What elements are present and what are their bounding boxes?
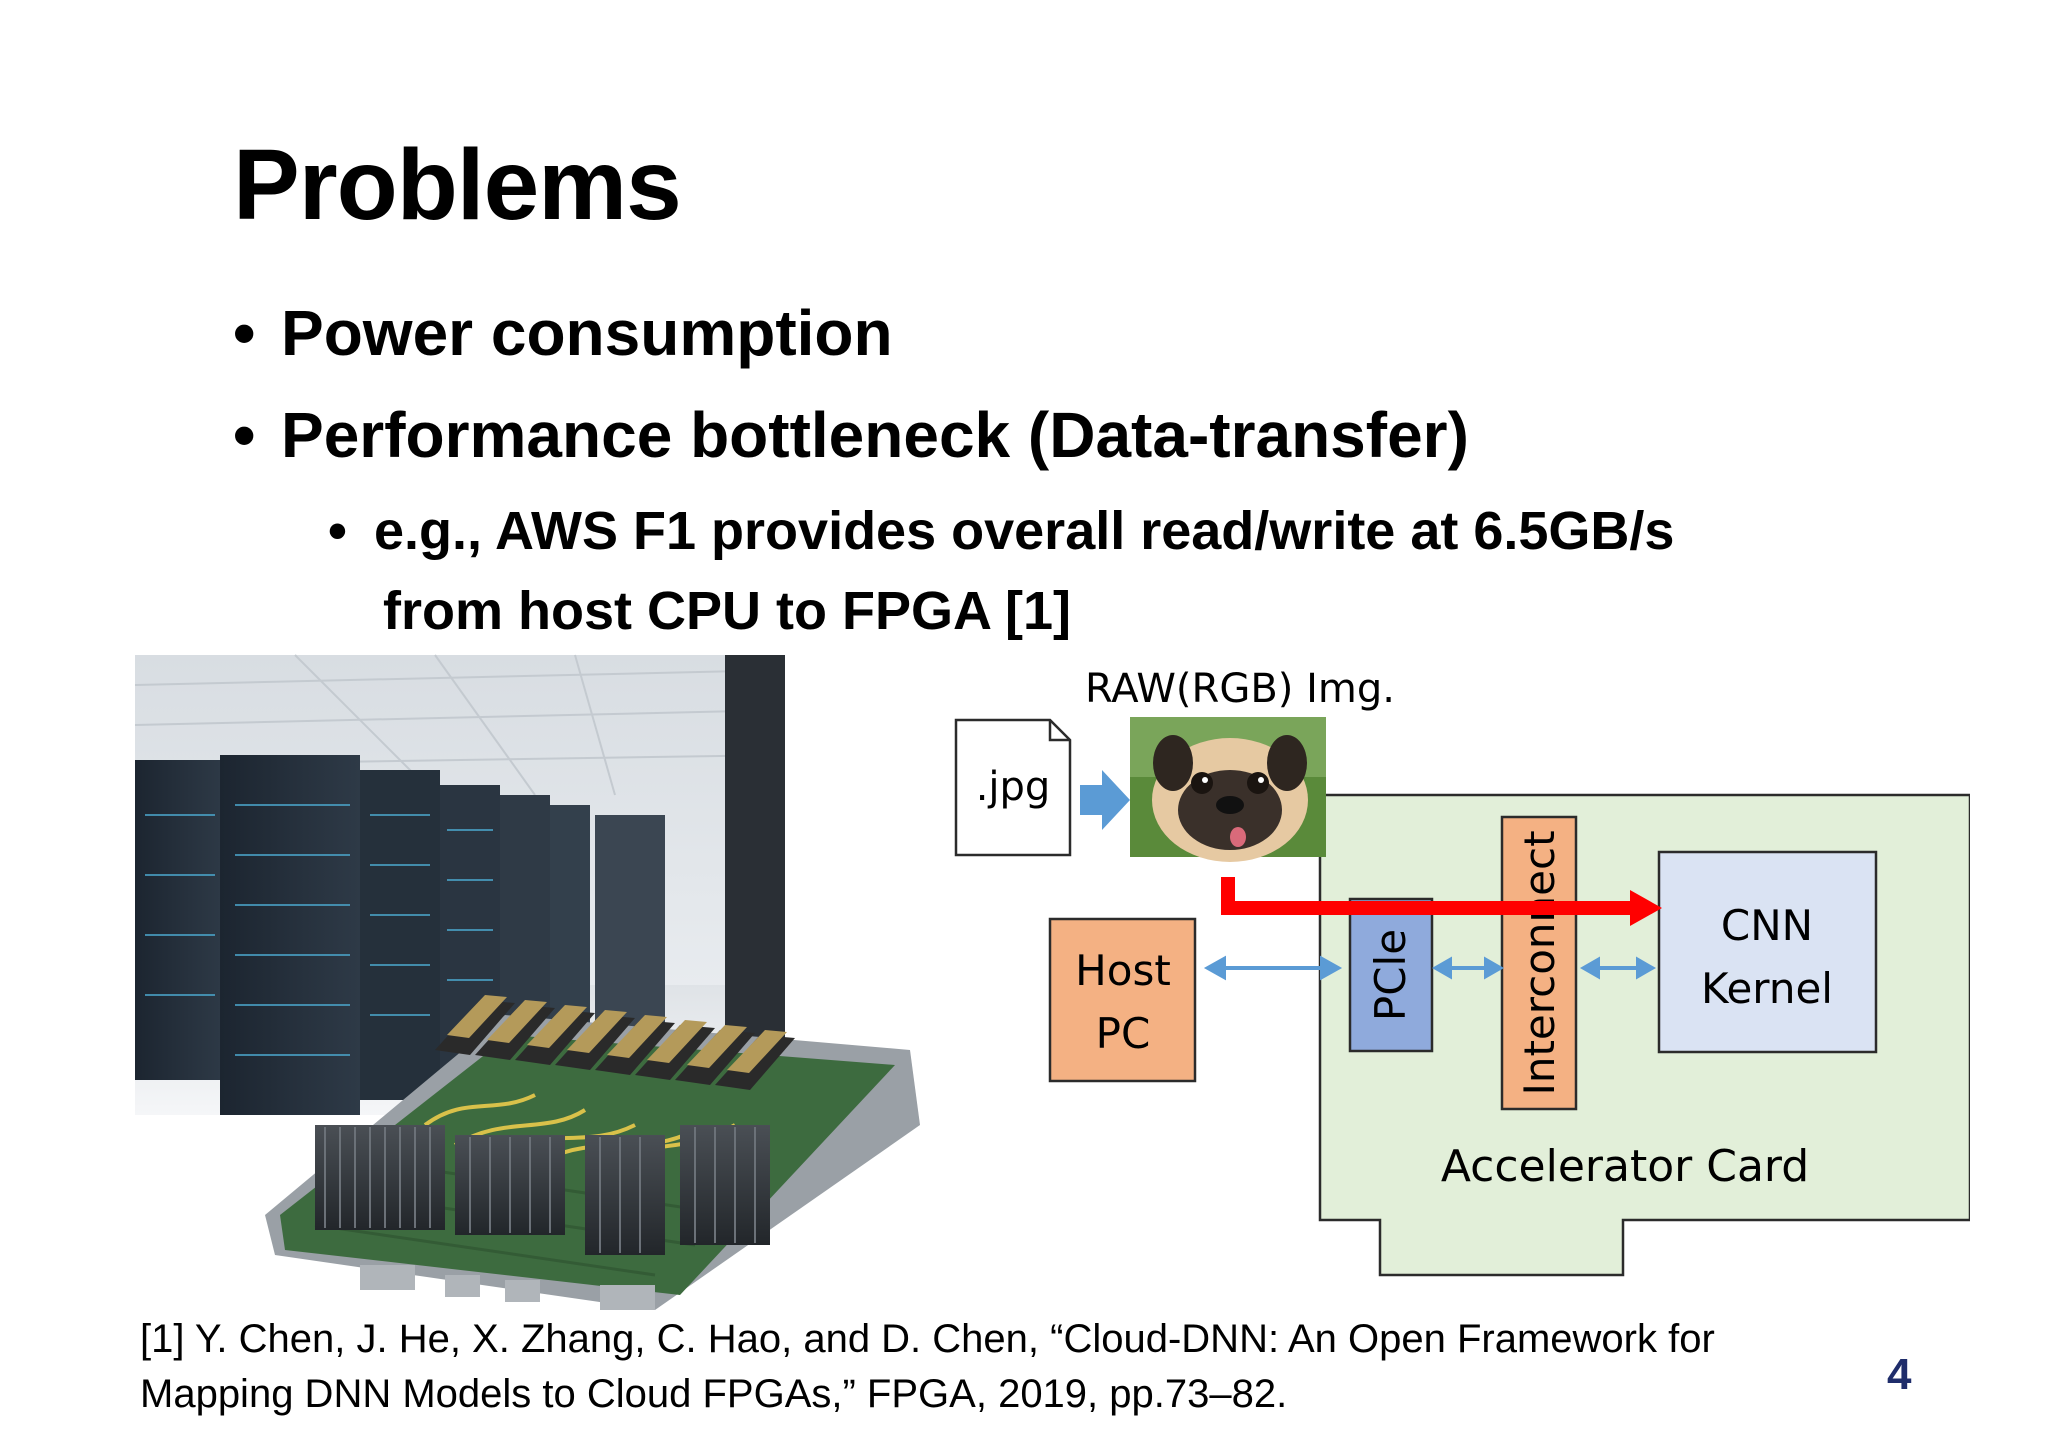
bullet-power-text: Power consumption — [281, 297, 893, 369]
data-path-arrows — [1203, 955, 1657, 981]
sub-bullet-aws-text: e.g., AWS F1 provides overall read/write… — [374, 501, 1675, 561]
slide-title: Problems — [233, 129, 682, 241]
reference-line2: Mapping DNN Models to Cloud FPGAs,” FPGA… — [140, 1372, 1288, 1416]
rack-left — [135, 760, 225, 1080]
red-transfer-arrow — [1221, 877, 1662, 926]
cnn-kernel-block — [1657, 850, 1878, 1054]
raw-image-label: RAW(RGB) Img. — [1085, 666, 1395, 712]
reference: [1] Y. Chen, J. He, X. Zhang, C. Hao, an… — [140, 1312, 1715, 1422]
bullet-glyph: • — [233, 297, 256, 369]
reference-line1: [1] Y. Chen, J. He, X. Zhang, C. Hao, an… — [140, 1317, 1715, 1361]
host-pc-box — [1048, 917, 1197, 1083]
page-number: 4 — [1887, 1350, 1912, 1399]
accelerator-diagram: .jpg RAW(RGB) Img. Host PC PCle Intercon… — [954, 666, 1970, 1277]
pcie-block — [1348, 897, 1434, 1053]
interconnect-block — [1500, 815, 1578, 1111]
bullet-power: • Power consumption — [233, 297, 893, 369]
jpg-file-icon — [954, 718, 1072, 857]
bullet-performance-text: Performance bottleneck (Data-transfer) — [281, 399, 1469, 471]
rack-lights — [145, 804, 493, 1056]
sub-bullet-aws: • e.g., AWS F1 provides overall read/writ… — [328, 501, 1675, 561]
bullet-glyph: • — [233, 399, 256, 471]
host-pc-label-line1: Host — [1075, 946, 1171, 995]
bullet-glyph: • — [328, 501, 347, 561]
pug-image — [1130, 717, 1326, 862]
accelerator-card-label: Accelerator Card — [1441, 1141, 1809, 1192]
cnn-kernel-label-line1: CNN — [1721, 901, 1813, 950]
sub-bullet-aws-cont: from host CPU to FPGA [1] — [383, 581, 1071, 641]
pcie-label: PCle — [1366, 929, 1415, 1021]
convert-arrow — [1080, 770, 1130, 830]
interconnect-label: Interconnect — [1515, 830, 1564, 1095]
jpg-file-label: .jpg — [976, 764, 1051, 810]
host-pc-label-line2: PC — [1096, 1009, 1151, 1058]
gpu-server — [265, 995, 920, 1310]
bullet-performance: • Performance bottleneck (Data-transfer) — [233, 399, 1469, 471]
datacenter-photo — [134, 654, 920, 1310]
cnn-kernel-label-line2: Kernel — [1701, 964, 1833, 1013]
